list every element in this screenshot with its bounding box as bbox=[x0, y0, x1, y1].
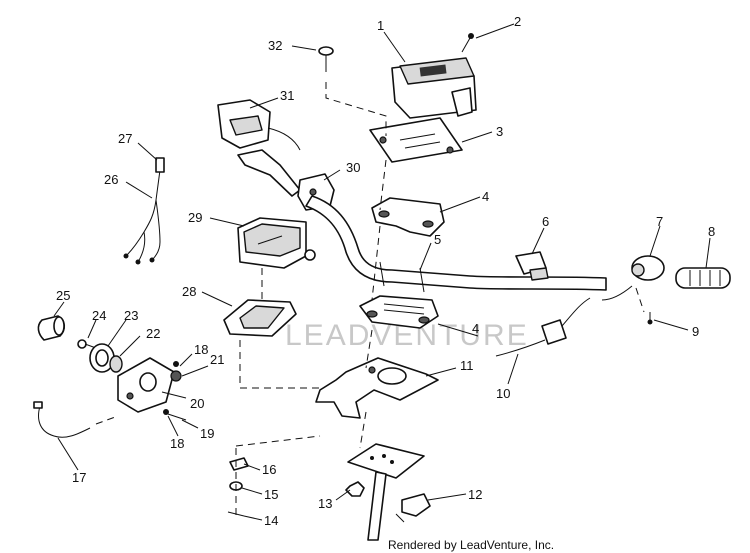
callout-17: 17 bbox=[72, 470, 86, 485]
callout-14: 14 bbox=[264, 513, 278, 528]
callout-18-lower: 18 bbox=[170, 436, 184, 451]
part-3-mounting-plate bbox=[369, 117, 463, 163]
callout-10: 10 bbox=[496, 386, 510, 401]
part-18-screw-lower bbox=[163, 409, 169, 415]
callout-21: 21 bbox=[210, 352, 224, 367]
part-9-screw bbox=[647, 312, 653, 325]
part-28-bezel bbox=[223, 299, 297, 337]
part-12-clamp bbox=[395, 493, 431, 523]
callout-8: 8 bbox=[708, 224, 715, 239]
part-22-gasket bbox=[109, 355, 123, 373]
part-13-nut bbox=[345, 481, 365, 497]
callout-3: 3 bbox=[496, 124, 503, 139]
part-steering-post bbox=[367, 471, 387, 541]
part-2-screw bbox=[461, 33, 474, 53]
callout-26: 26 bbox=[104, 172, 118, 187]
part-29-speedometer bbox=[237, 217, 316, 269]
callout-7: 7 bbox=[656, 214, 663, 229]
part-31-left-control-housing bbox=[217, 99, 301, 197]
part-18-screw-upper bbox=[173, 361, 179, 367]
part-5-handlebar bbox=[305, 195, 607, 293]
callout-16: 16 bbox=[262, 462, 276, 477]
callout-20: 20 bbox=[190, 396, 204, 411]
callout-27: 27 bbox=[118, 131, 132, 146]
callout-18-upper: 18 bbox=[194, 342, 208, 357]
callout-31: 31 bbox=[280, 88, 294, 103]
callout-5: 5 bbox=[434, 232, 441, 247]
part-steering-plate bbox=[347, 443, 425, 479]
part-21-nut bbox=[170, 370, 182, 382]
part-23-ring bbox=[89, 343, 115, 373]
part-8-grip bbox=[675, 267, 731, 289]
callout-13: 13 bbox=[318, 496, 332, 511]
callout-4-upper: 4 bbox=[482, 189, 489, 204]
part-4-upper-clamp bbox=[371, 197, 445, 237]
callout-4-lower: 4 bbox=[472, 321, 479, 336]
callout-30: 30 bbox=[346, 160, 360, 175]
callout-24: 24 bbox=[92, 308, 106, 323]
part-6-switch bbox=[515, 251, 549, 281]
part-10-cable-connector bbox=[495, 297, 591, 357]
callout-6: 6 bbox=[542, 214, 549, 229]
part-32-screw bbox=[318, 46, 334, 72]
callout-22: 22 bbox=[146, 326, 160, 341]
callout-9: 9 bbox=[692, 324, 699, 339]
part-4-lower-clamp bbox=[359, 295, 439, 329]
part-26-harness bbox=[123, 169, 161, 265]
callouts: 1 2 3 4 4 5 6 7 8 9 10 11 12 13 14 15 16… bbox=[56, 14, 715, 528]
callout-23: 23 bbox=[124, 308, 138, 323]
part-20-housing bbox=[117, 357, 175, 413]
callout-29: 29 bbox=[188, 210, 202, 225]
part-7-right-throttle-housing bbox=[601, 255, 665, 301]
assembly-lines bbox=[235, 82, 645, 516]
part-24-screw bbox=[77, 339, 97, 349]
callout-28: 28 bbox=[182, 284, 196, 299]
callout-1: 1 bbox=[377, 18, 384, 33]
leader-lines bbox=[53, 23, 711, 521]
part-11-bracket-plate bbox=[315, 357, 439, 419]
callout-2: 2 bbox=[514, 14, 521, 29]
callout-32: 32 bbox=[268, 38, 282, 53]
callout-11: 11 bbox=[460, 358, 474, 373]
callout-25: 25 bbox=[56, 288, 70, 303]
callout-15: 15 bbox=[264, 487, 278, 502]
callout-12: 12 bbox=[468, 487, 482, 502]
part-19-screw bbox=[167, 413, 187, 421]
credit-text: Rendered by LeadVenture, Inc. bbox=[388, 538, 555, 552]
callout-19: 19 bbox=[200, 426, 214, 441]
part-27-connector bbox=[155, 157, 165, 173]
part-25-sleeve bbox=[37, 315, 66, 341]
part-17-cable bbox=[33, 401, 91, 438]
part-1-pod-cover bbox=[391, 57, 477, 119]
